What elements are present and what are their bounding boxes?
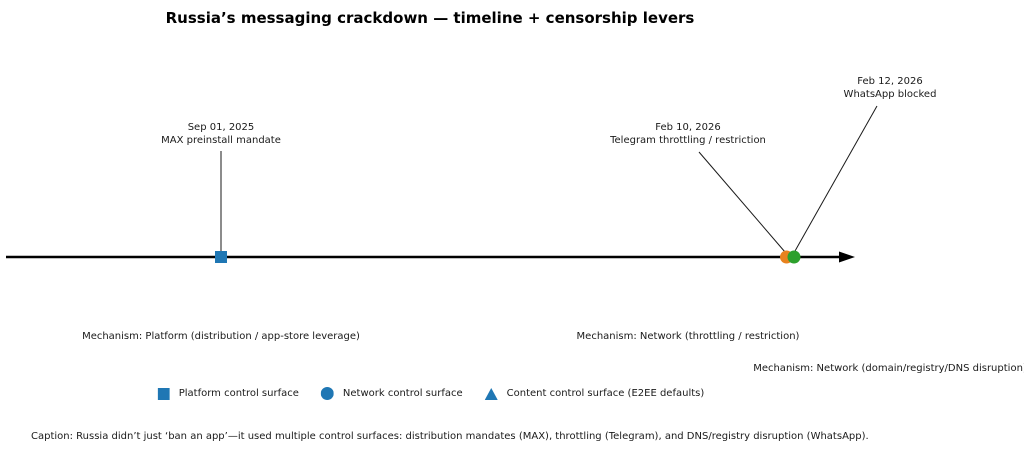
legend-label-platform: Platform control surface bbox=[178, 388, 299, 399]
legend: Platform control surface Network control… bbox=[157, 387, 705, 400]
legend-entry-content: Content control surface (E2EE defaults) bbox=[484, 387, 705, 400]
event-marker-whatsapp bbox=[787, 250, 801, 264]
timeline-arrowhead-icon bbox=[839, 251, 855, 263]
annotation-whatsapp-blocked: Feb 12, 2026 WhatsApp blocked bbox=[843, 76, 937, 100]
legend-label-content: Content control surface (E2EE defaults) bbox=[506, 388, 705, 399]
legend-entry-network: Network control surface bbox=[320, 387, 463, 400]
legend-entry-platform: Platform control surface bbox=[157, 387, 299, 400]
event-marker-max bbox=[215, 251, 227, 263]
figure-caption: Caption: Russia didn’t just ‘ban an app’… bbox=[31, 431, 869, 442]
annotation-line-whatsapp bbox=[794, 105, 878, 252]
annotation-telegram-throttling: Feb 10, 2026 Telegram throttling / restr… bbox=[610, 122, 766, 146]
mechanism-label-platform: Mechanism: Platform (distribution / app-… bbox=[82, 331, 360, 342]
annotation-max-preinstall: Sep 01, 2025 MAX preinstall mandate bbox=[161, 122, 281, 146]
circle-marker-icon bbox=[320, 387, 334, 400]
square-marker-icon bbox=[157, 387, 170, 400]
mechanism-label-network-dns: Mechanism: Network (domain/registry/DNS … bbox=[753, 363, 1024, 374]
mechanism-label-network-throttling: Mechanism: Network (throttling / restric… bbox=[576, 331, 800, 342]
chart-title: Russia’s messaging crackdown — timeline … bbox=[165, 9, 695, 27]
annotation-line-telegram bbox=[698, 151, 786, 253]
legend-label-network: Network control surface bbox=[342, 388, 463, 399]
triangle-marker-icon bbox=[484, 387, 498, 400]
